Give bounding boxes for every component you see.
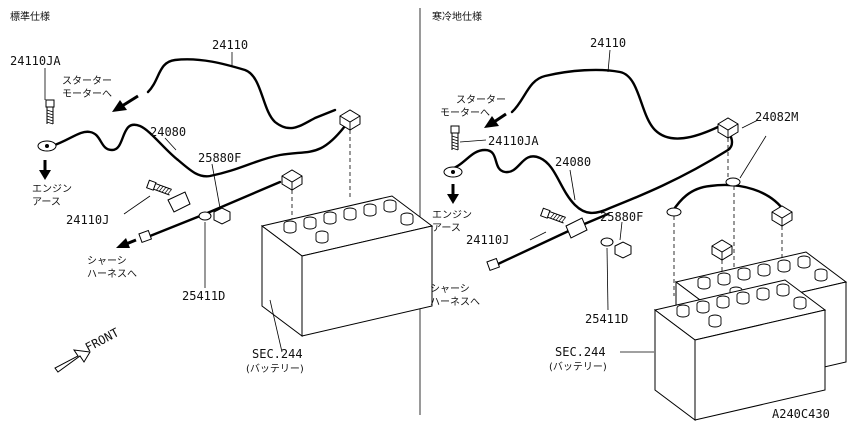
right-label-24082m: 24082M — [755, 110, 798, 124]
left-label-engine-2: アース — [32, 197, 61, 208]
right-label-24110: 24110 — [590, 36, 626, 50]
left-label-chassis-2: ハーネスへ — [87, 268, 137, 280]
right-clamp-front-battery — [711, 239, 733, 261]
front-label: FRONT — [83, 325, 121, 354]
left-label-25411d: 25411D — [182, 289, 225, 303]
left-chassis-arrow-icon — [116, 238, 137, 248]
right-link-ring-lower-icon — [666, 207, 682, 217]
right-label-24110j: 24110J — [466, 233, 509, 247]
right-panel-header: 寒冷地仕様 — [432, 10, 482, 23]
right-link-ring-upper-icon — [725, 177, 741, 187]
left-battery — [261, 195, 433, 337]
left-label-starter-2: モーターへ — [62, 88, 112, 100]
right-bolt-24110ja-icon — [450, 125, 460, 151]
figure-code: A240C430 — [772, 407, 830, 421]
left-cable-24110 — [146, 58, 337, 130]
left-washer-icon — [198, 211, 212, 221]
right-label-battery: (バッテリー) — [549, 361, 607, 373]
right-cable-chassis — [496, 212, 610, 266]
right-starter-arrow-icon — [484, 112, 507, 128]
right-panel: 寒冷地仕様 — [430, 10, 847, 421]
left-engine-arrow-icon — [39, 160, 51, 180]
right-washer-icon — [600, 237, 614, 247]
left-negative-terminal-clamp — [281, 169, 303, 191]
right-label-engine-2: アース — [432, 223, 461, 234]
left-label-24080: 24080 — [150, 125, 186, 139]
right-label-24110ja: 24110JA — [488, 134, 539, 148]
right-clamp-rear-battery — [771, 205, 793, 227]
right-clamp-upper — [717, 117, 739, 139]
right-label-sec244: SEC.244 — [555, 345, 606, 359]
right-label-25411d: 25411D — [585, 312, 628, 326]
left-label-24110j: 24110J — [66, 213, 109, 227]
right-chassis-connector — [486, 257, 501, 272]
right-nut-icon — [614, 241, 632, 259]
left-starter-arrow-icon — [112, 94, 139, 112]
left-cable-24080 — [50, 123, 347, 178]
left-bolt-24110j-icon — [146, 179, 173, 197]
right-label-starter-1: スターター — [456, 94, 506, 106]
left-label-engine-1: エンジン — [32, 184, 72, 195]
right-engine-arrow-icon — [447, 184, 459, 204]
left-nut-icon — [213, 207, 231, 225]
left-label-24110ja: 24110JA — [10, 54, 61, 68]
left-cable-chassis — [148, 180, 282, 238]
front-arrow-icon: FRONT — [54, 325, 121, 373]
right-label-chassis-2: ハーネスへ — [430, 296, 480, 308]
left-label-sec244: SEC.244 — [252, 347, 303, 361]
right-cable-24080 — [446, 126, 734, 215]
left-chassis-connector — [138, 229, 153, 244]
right-label-chassis-1: シャーシ — [430, 284, 470, 295]
right-cable-24110 — [510, 68, 722, 140]
right-label-engine-1: エンジン — [432, 210, 472, 221]
left-label-25880f: 25880F — [198, 151, 241, 165]
left-label-24110: 24110 — [212, 38, 248, 52]
left-ground-bracket — [167, 191, 191, 213]
left-label-starter-1: スターター — [62, 75, 112, 87]
right-ground-bracket — [565, 217, 588, 239]
right-label-25880f: 25880F — [600, 210, 643, 224]
left-panel: 標準仕様 — [10, 10, 433, 375]
right-label-24080: 24080 — [555, 155, 591, 169]
left-label-chassis-1: シャーシ — [87, 256, 127, 267]
right-cable-24082m — [670, 183, 787, 214]
left-panel-header: 標準仕様 — [10, 10, 50, 23]
right-label-starter-2: モーターへ — [440, 107, 490, 119]
left-bolt-24110ja-icon — [45, 99, 55, 125]
left-label-battery: (バッテリー) — [246, 363, 304, 375]
right-bolt-24110j-icon — [540, 207, 567, 225]
